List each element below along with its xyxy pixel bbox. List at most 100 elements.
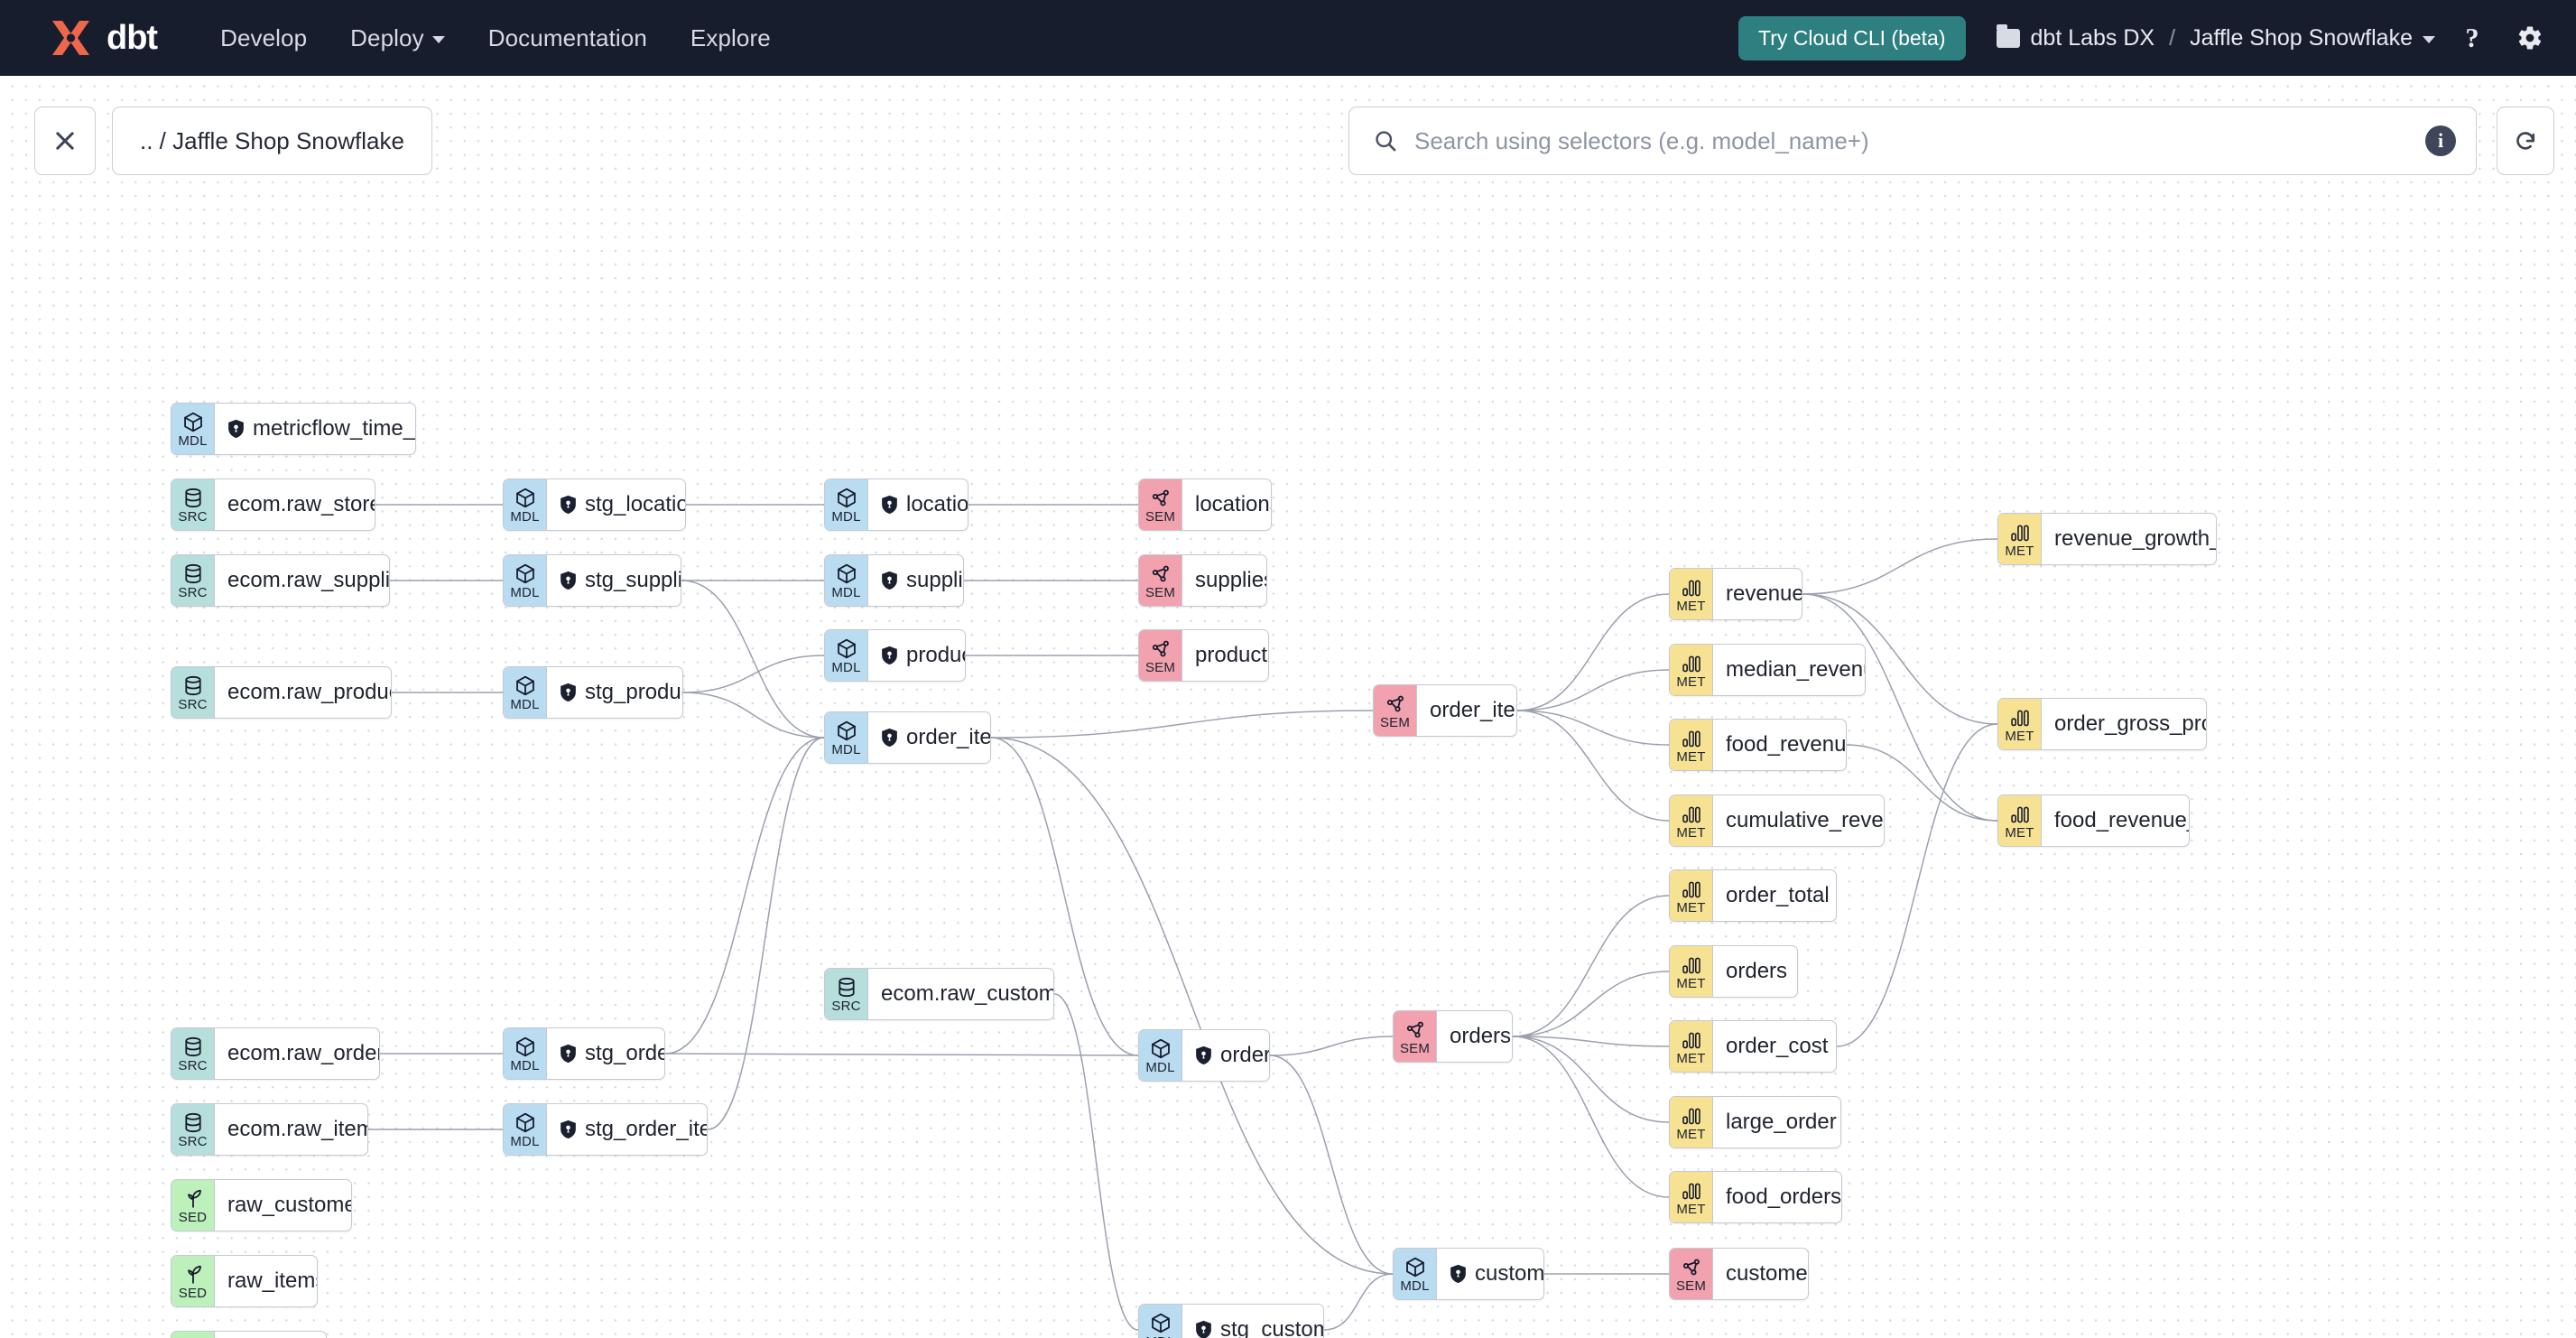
cube-icon — [835, 487, 858, 509]
node-label: raw_customers — [227, 1193, 351, 1217]
node-body: stg_customers — [1182, 1305, 1323, 1338]
try-cloud-cli-button[interactable]: Try Cloud CLI (beta) — [1738, 15, 1966, 60]
graph-node-mdl_orders[interactable]: MDLorders — [1138, 1029, 1270, 1082]
graph-node-sem_products[interactable]: SEMproducts — [1138, 629, 1269, 682]
primary-nav: Develop Deploy Documentation Explore — [199, 15, 792, 61]
breadcrumb[interactable]: .. / Jaffle Shop Snowflake — [112, 107, 432, 175]
node-body: food_revenue — [1713, 720, 1846, 770]
node-type-badge-met: MET — [1670, 1021, 1713, 1072]
node-label: stg_order_items — [585, 1117, 707, 1141]
cube-icon — [835, 637, 858, 660]
settings-button[interactable] — [2509, 17, 2551, 59]
nav-item-develop[interactable]: Develop — [199, 15, 329, 61]
node-body: metricflow_time_spine — [215, 404, 415, 454]
account-name[interactable]: dbt Labs DX — [2030, 24, 2155, 51]
graph-node-mdl_products[interactable]: MDLproducts — [824, 629, 966, 682]
lineage-toolbar: .. / Jaffle Shop Snowflake i — [0, 107, 2576, 175]
node-type-label: SRC — [178, 509, 208, 525]
node-type-label: SRC — [178, 697, 208, 712]
node-label: stg_products — [585, 680, 682, 704]
graph-node-mdl_supplies[interactable]: MDLsupplies — [824, 554, 964, 607]
nav-item-deploy[interactable]: Deploy — [329, 15, 467, 61]
dbt-logo[interactable]: dbt — [27, 17, 158, 59]
search-bar[interactable]: i — [1348, 107, 2477, 175]
node-label: customers — [1726, 1261, 1808, 1286]
node-type-badge-met: MET — [1998, 699, 2042, 749]
graph-node-src_raw_supplies[interactable]: SRC ecom.raw_supplies — [171, 554, 390, 607]
nav-item-documentation[interactable]: Documentation — [467, 15, 669, 61]
shield-icon — [1195, 1045, 1212, 1065]
node-type-label: SRC — [178, 585, 208, 600]
node-type-badge-met: MET — [1670, 946, 1713, 997]
graph-node-mdl_locations[interactable]: MDLlocations — [824, 479, 968, 531]
node-type-label: MET — [1676, 1202, 1706, 1217]
refresh-button[interactable] — [2497, 107, 2554, 175]
node-label: stg_locations — [585, 492, 685, 516]
node-type-label: MDL — [510, 509, 540, 525]
project-selector[interactable]: Jaffle Shop Snowflake — [2190, 25, 2435, 51]
node-label: supplies — [1195, 568, 1267, 592]
node-type-badge-sem: SEM — [1139, 479, 1182, 530]
node-type-badge-sed: SED — [171, 1332, 215, 1338]
node-type-label: SEM — [1144, 660, 1176, 675]
graph-node-sem_locations[interactable]: SEMlocations — [1138, 479, 1272, 531]
node-type-badge-met: MET — [1670, 795, 1713, 846]
node-type-badge-met: MET — [1998, 795, 2042, 846]
search-input[interactable] — [1414, 126, 2425, 155]
node-type-badge-mdl: MDL — [504, 555, 547, 606]
network-icon — [1680, 1256, 1703, 1278]
node-type-label: SEM — [1675, 1278, 1707, 1294]
node-body: locations — [1182, 479, 1271, 530]
graph-node-mdl_customers[interactable]: MDLcustomers — [1393, 1248, 1544, 1300]
cube-icon — [514, 487, 537, 509]
chevron-down-icon — [2423, 35, 2435, 43]
node-body: customers — [1437, 1249, 1543, 1299]
info-icon[interactable]: i — [2425, 125, 2456, 156]
node-label: revenue — [1726, 581, 1802, 606]
close-button[interactable] — [34, 107, 96, 175]
node-type-label: MET — [1676, 900, 1706, 915]
lineage-canvas[interactable]: .. / Jaffle Shop Snowflake i MDLmetricfl… — [0, 76, 2576, 1338]
node-body: products — [868, 630, 965, 681]
node-type-badge-mdl: MDL — [1139, 1305, 1182, 1338]
graph-node-sed_raw_items[interactable]: SED raw_items — [171, 1255, 318, 1307]
node-body: ecom.raw_supplies — [215, 555, 389, 606]
cube-icon — [1149, 1037, 1172, 1060]
node-label: raw_items — [227, 1268, 318, 1293]
node-type-label: SED — [178, 1286, 208, 1301]
graph-node-sem_customers[interactable]: SEM customers — [1669, 1248, 1809, 1300]
nav-item-explore[interactable]: Explore — [669, 15, 792, 61]
graph-node-stg_locations[interactable]: MDL stg_locations — [503, 479, 686, 531]
node-type-badge-src: SRC — [171, 1028, 215, 1079]
help-button[interactable]: ? — [2451, 17, 2493, 59]
